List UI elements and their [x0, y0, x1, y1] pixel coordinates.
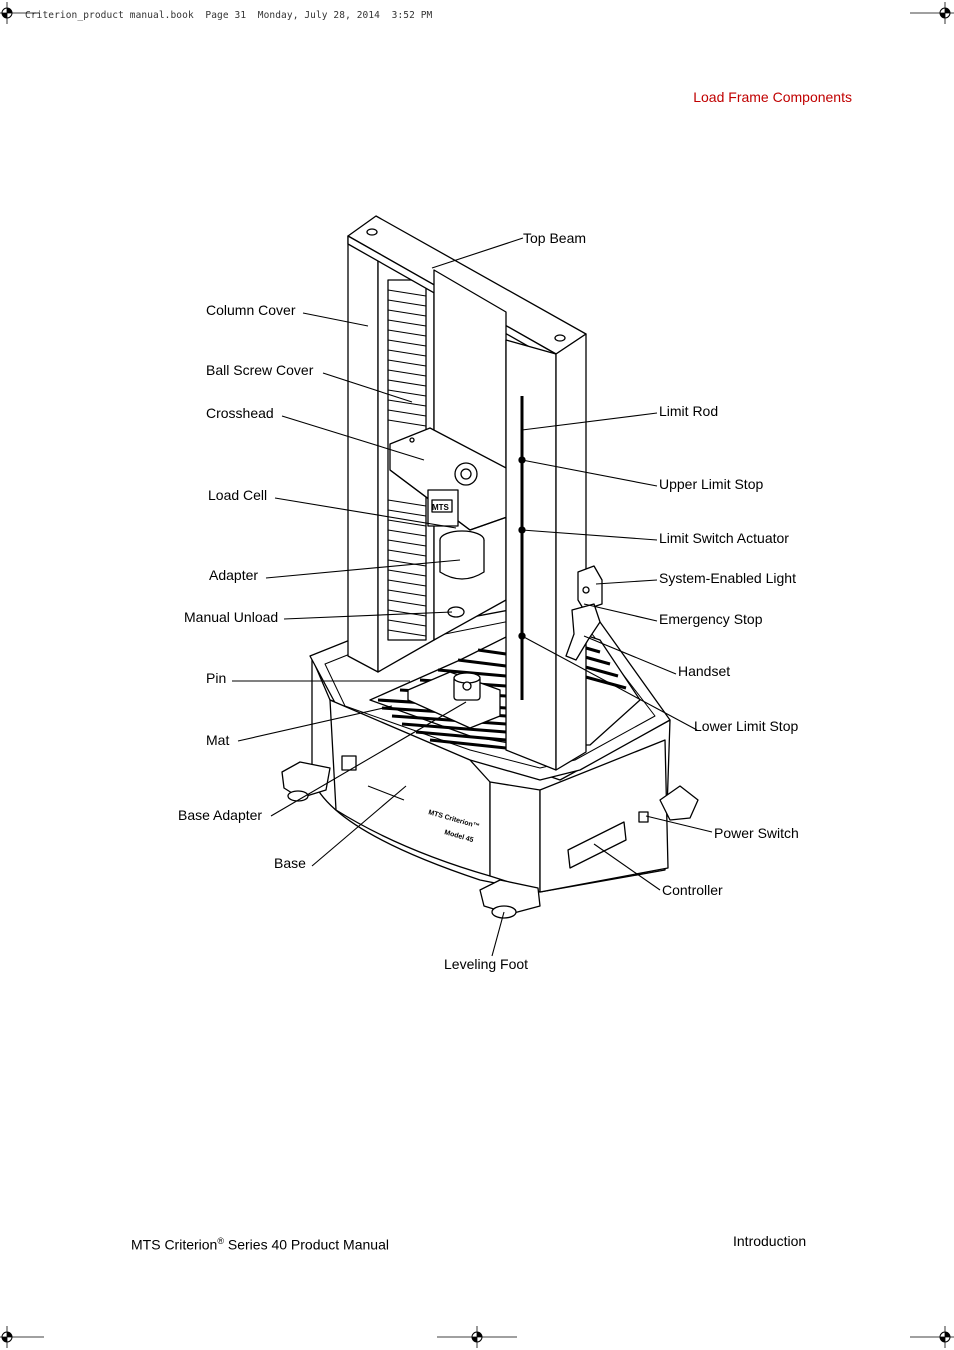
label-lower-limit-stop: Lower Limit Stop	[694, 718, 799, 734]
footer-title-suffix: Series 40 Product Manual	[224, 1236, 389, 1253]
system-enabled-light-box	[577, 565, 603, 611]
label-ball-screw-cover: Ball Screw Cover	[206, 362, 314, 378]
label-limit-rod: Limit Rod	[659, 403, 719, 419]
label-column-cover: Column Cover	[206, 302, 296, 318]
label-pin: Pin	[206, 670, 227, 686]
registration-mark-top-left	[0, 2, 40, 24]
label-power-switch: Power Switch	[714, 825, 799, 841]
label-emergency-stop: Emergency Stop	[659, 611, 763, 627]
controller-plate	[567, 821, 627, 869]
label-controller: Controller	[662, 882, 723, 898]
label-load-cell: Load Cell	[208, 487, 268, 503]
label-handset: Handset	[678, 663, 731, 679]
section-title: Load Frame Components	[693, 89, 852, 105]
leveling-foot-front	[479, 879, 541, 915]
label-adapter: Adapter	[209, 567, 259, 583]
label-top-beam: Top Beam	[523, 230, 587, 246]
footer-title-prefix: MTS Criterion	[131, 1236, 218, 1253]
adapter	[439, 540, 485, 580]
registration-mark-top-right	[910, 2, 954, 24]
footer-manual-title: MTS Criterion® Series 40 Product Manual	[131, 1236, 389, 1253]
right-column	[505, 339, 557, 771]
badge-text: MTS	[432, 503, 450, 512]
registration-mark-bottom-right	[910, 1326, 954, 1348]
print-header: Criterion_product manual.book Page 31 Mo…	[25, 10, 433, 21]
label-mat: Mat	[206, 732, 230, 748]
left-column	[347, 235, 379, 673]
footer-chapter: Introduction	[733, 1233, 807, 1249]
label-leveling-foot: Leveling Foot	[444, 956, 529, 972]
registration-mark-bottom-left	[0, 1326, 44, 1348]
registration-mark-bottom-center	[437, 1326, 517, 1348]
leveling-foot-right	[659, 785, 699, 821]
label-base-adapter: Base Adapter	[178, 807, 263, 823]
label-system-enabled-light: System-Enabled Light	[659, 570, 796, 586]
label-limit-switch-actuator: Limit Switch Actuator	[659, 530, 789, 546]
label-base: Base	[274, 855, 306, 871]
power-switch	[638, 811, 649, 823]
label-crosshead: Crosshead	[206, 405, 274, 421]
label-manual-unload: Manual Unload	[184, 609, 279, 625]
registered-mark: ®	[217, 1236, 224, 1246]
label-upper-limit-stop: Upper Limit Stop	[659, 476, 764, 492]
